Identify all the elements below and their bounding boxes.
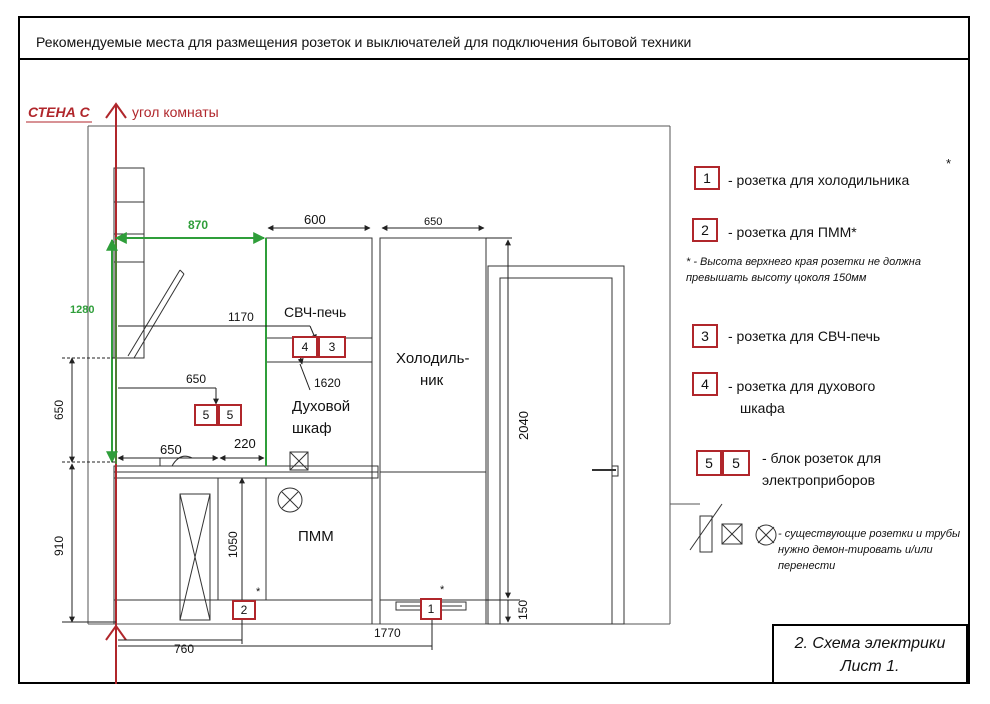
dim-600: 600: [304, 212, 326, 227]
legend-note: * - Высота верхнего края розетки не долж…: [686, 256, 921, 284]
legend-box-5a: 5: [696, 450, 722, 476]
green-dimensions: [106, 232, 267, 466]
dim-870: 870: [188, 218, 209, 232]
page-title: Рекомендуемые места для размещения розет…: [36, 34, 692, 50]
socket-5b: 5: [218, 404, 242, 426]
sheet-frame: [18, 16, 970, 684]
dim-650-mid: 650: [186, 372, 207, 386]
hood-column: [113, 167, 185, 359]
socket-4: 4: [292, 336, 318, 358]
dim-1050: 1050: [226, 531, 240, 558]
dim-650-top: 650: [424, 216, 443, 228]
socket-2-star: *: [256, 586, 261, 598]
legend-box-1: 1: [694, 166, 720, 190]
legend-existing-symbols: [689, 503, 777, 553]
dishwasher-label: ПММ: [298, 528, 334, 545]
dim-1770: 1770: [374, 626, 401, 640]
legend-text-4: - розетка для духового: [728, 378, 876, 394]
dim-760: 760: [174, 642, 195, 656]
socket-1-star: *: [440, 584, 445, 596]
legend-box-2: 2: [692, 218, 718, 242]
dim-220: 220: [234, 436, 256, 451]
dim-1170: 1170: [228, 310, 254, 324]
legend-text-5b: электроприборов: [762, 472, 876, 488]
legend-box-4: 4: [692, 372, 718, 396]
oven-label-2: шкаф: [292, 420, 332, 437]
dim-2040: 2040: [516, 411, 531, 440]
sheet-stamp: 2. Схема электрики Лист 1.: [772, 624, 968, 684]
legend-text-5: - блок розеток для: [762, 450, 882, 466]
wall-name: СТЕНА С: [28, 104, 90, 120]
upper-cabinet: [265, 237, 373, 600]
sheet-line-1: 2. Схема электрики: [794, 635, 946, 652]
sheet-line-2: Лист 1.: [840, 658, 900, 675]
legend-text-2: - розетка для ПММ*: [728, 224, 857, 240]
dim-150: 150: [516, 599, 530, 620]
legend-existing-text: - существующие розетки и трубы нужно дем…: [778, 528, 961, 572]
lower-cabinets: [113, 477, 373, 624]
title-bar: Рекомендуемые места для размещения розет…: [20, 18, 968, 60]
legend-star: *: [946, 156, 952, 171]
legend-box-3: 3: [692, 324, 718, 348]
dim-1620: 1620: [314, 376, 341, 390]
dim-1280: 1280: [70, 304, 95, 316]
dim-650-left: 650: [52, 399, 66, 420]
oven-label-1: Духовой: [292, 398, 351, 415]
dimension-lines: [62, 225, 520, 650]
existing-outlets: [277, 451, 309, 513]
socket-3: 3: [318, 336, 346, 358]
room-corner-label: угол комнаты: [132, 104, 219, 120]
legend-text-3: - розетка для СВЧ-печь: [728, 328, 881, 344]
legend-text-4b: шкафа: [740, 400, 785, 416]
microwave-label: СВЧ-печь: [284, 304, 347, 320]
fridge-label-2: ник: [420, 372, 444, 389]
dim-910: 910: [52, 535, 66, 556]
door: [487, 265, 625, 625]
socket-5a: 5: [194, 404, 218, 426]
legend-box-5b: 5: [722, 450, 750, 476]
room-outline: [87, 125, 700, 625]
fridge-label-1: Холодиль-: [396, 350, 470, 367]
countertop: [113, 455, 379, 479]
socket-1: 1: [420, 598, 442, 620]
fridge: [379, 237, 487, 624]
dim-650-bottom: 650: [160, 442, 182, 457]
socket-2: 2: [232, 600, 256, 620]
legend-text-1: - розетка для холодильника: [728, 172, 910, 188]
